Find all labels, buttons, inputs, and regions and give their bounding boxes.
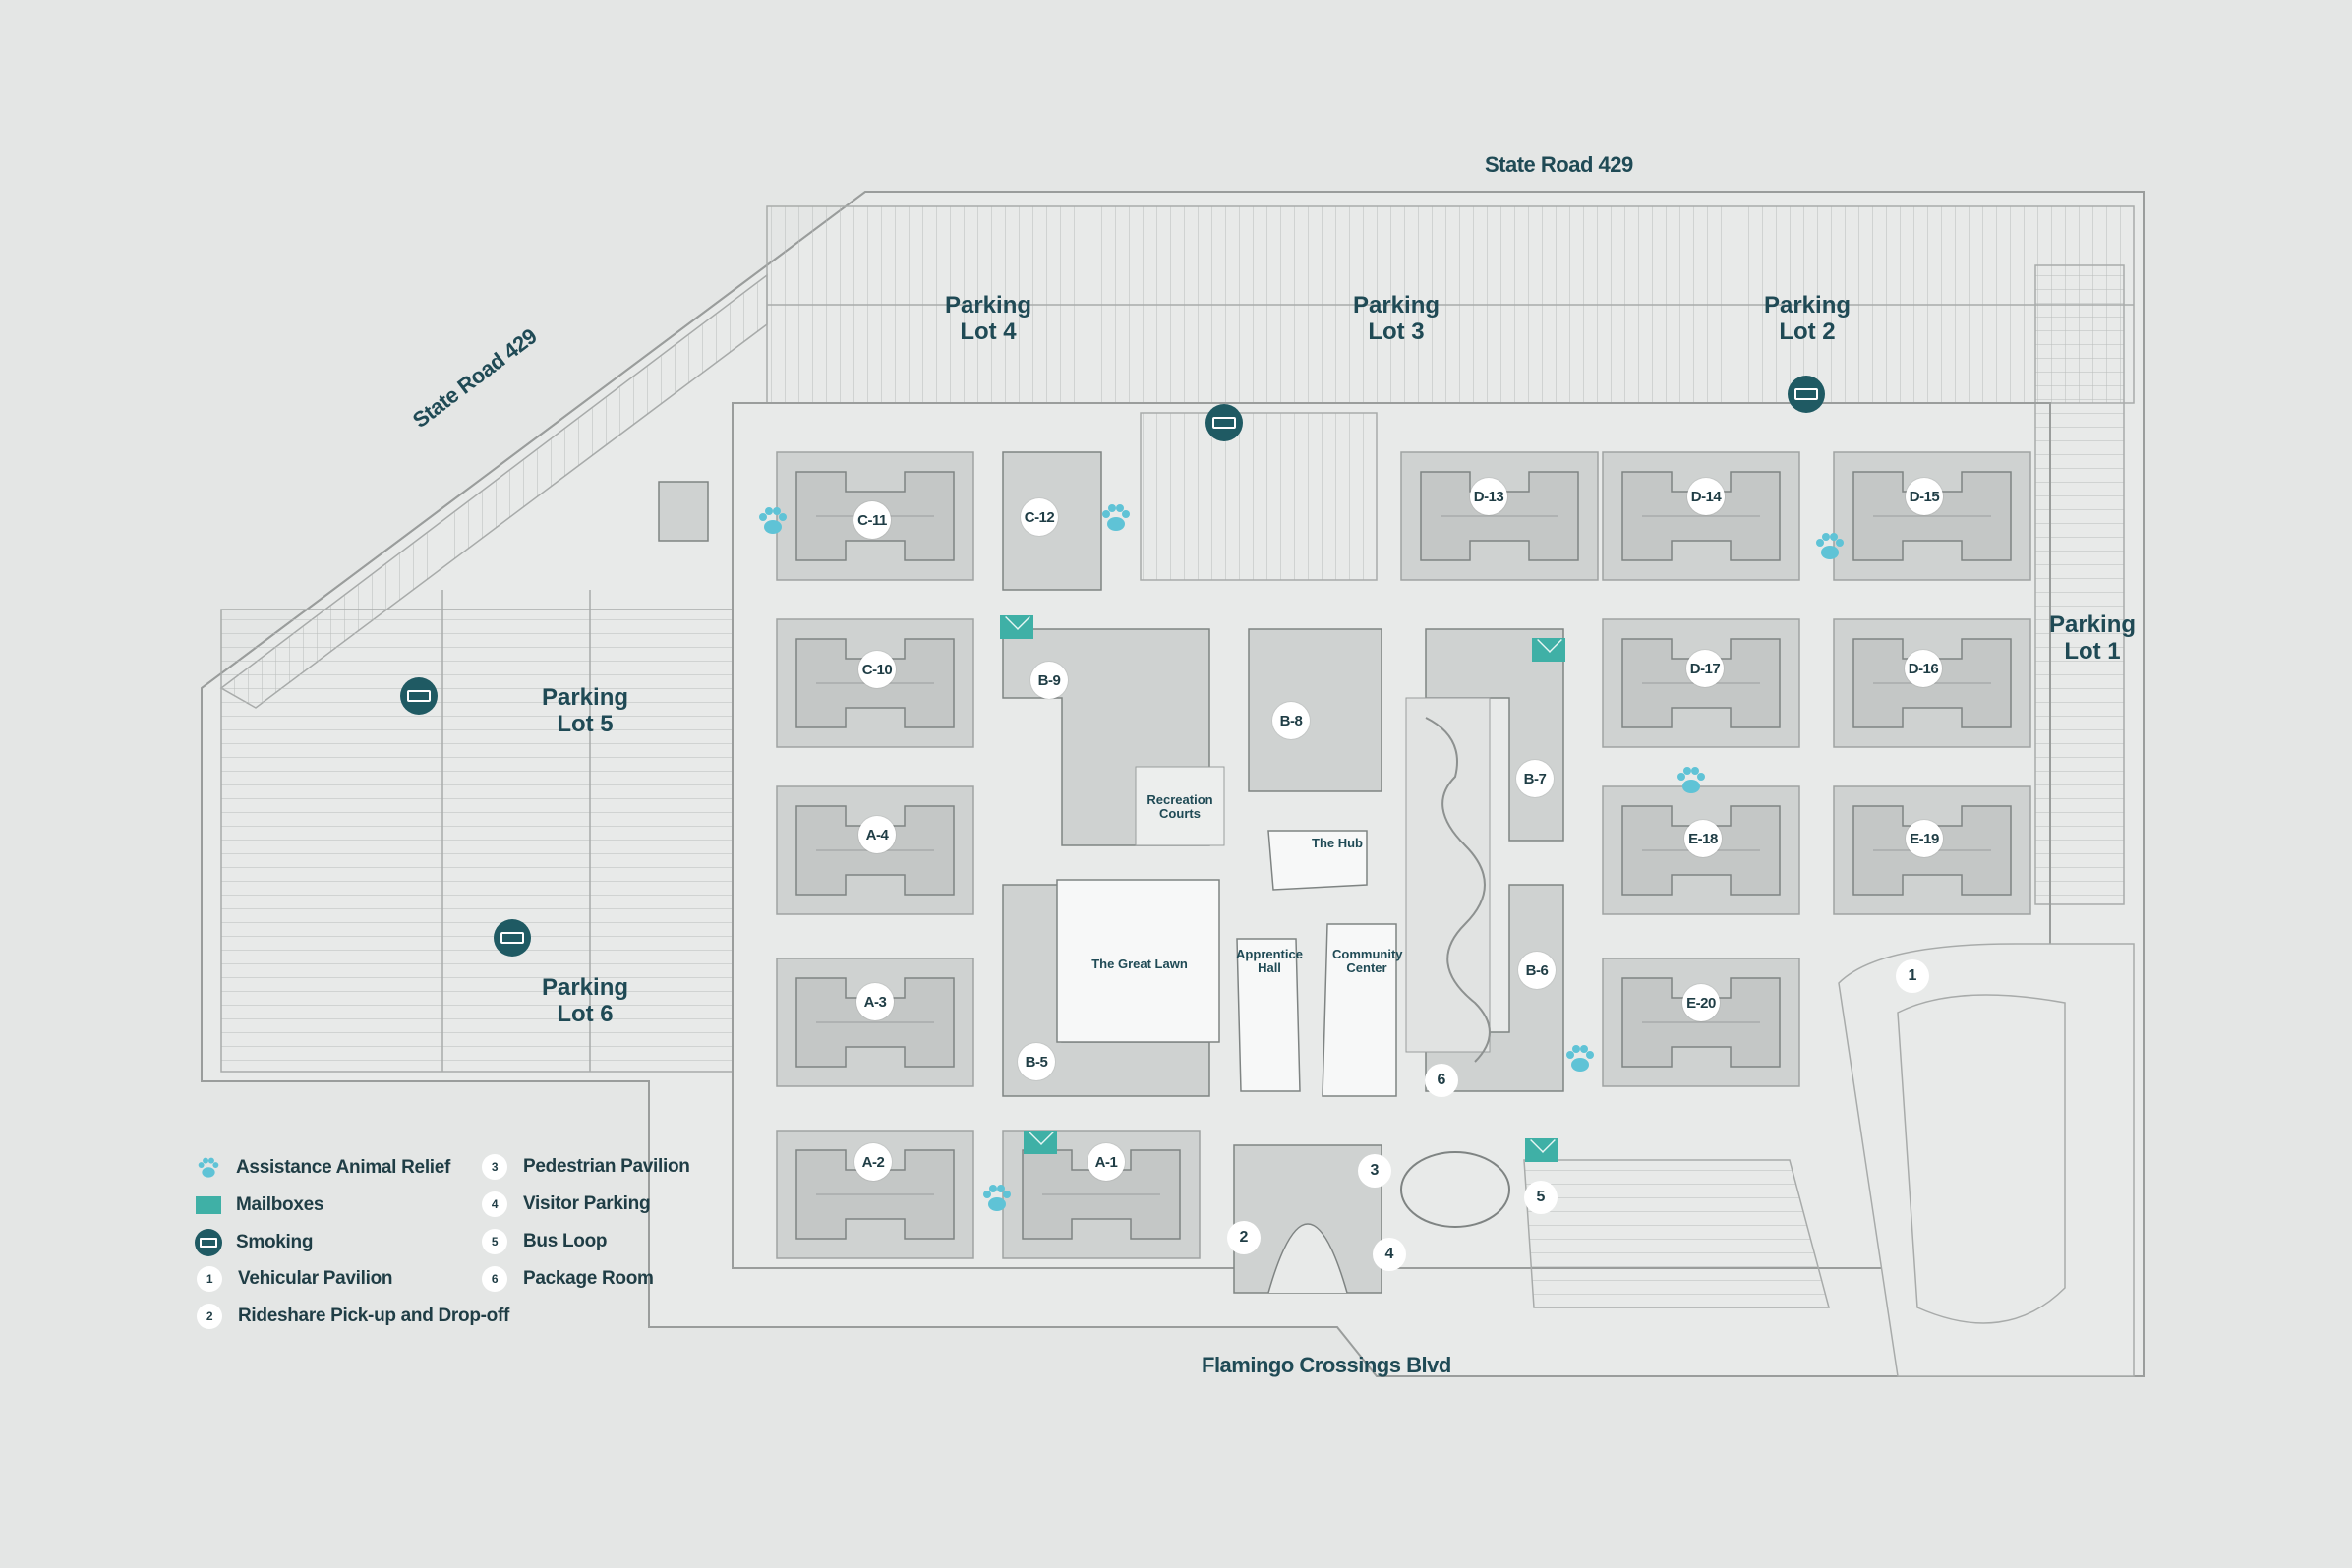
building-marker[interactable]: E-18 [1684,820,1722,857]
legend-label: Vehicular Pavilion [238,1268,393,1289]
building-marker[interactable]: A-4 [858,816,896,853]
legend-item-vehicular-pavilion: 1 Vehicular Pavilion [197,1266,393,1292]
legend-label: Visitor Parking [523,1193,651,1214]
smoking-icon[interactable] [494,919,531,957]
legend-label: Bus Loop [523,1231,608,1251]
legend-label: Rideshare Pick-up and Drop-off [238,1306,510,1326]
building-marker[interactable]: D-13 [1470,478,1507,515]
east-parking [1838,943,2135,1377]
rideshare-marker[interactable]: 2 [1227,1221,1261,1254]
legend-item-pedestrian-pavilion: 3 Pedestrian Pavilion [482,1154,690,1180]
recreation-courts-label: Recreation Courts [1147,792,1213,821]
great-lawn-label: The Great Lawn [1091,957,1188,971]
smoking-icon[interactable] [1788,376,1825,413]
legend-item-animal-relief: Assistance Animal Relief [195,1154,450,1182]
package-room-marker[interactable]: 6 [1425,1064,1458,1097]
building-marker[interactable]: C-11 [853,501,891,539]
smoking-icon[interactable] [1205,404,1243,441]
smoking-icon[interactable] [400,677,438,715]
community-center-label: Community Center [1332,947,1403,975]
legend-number: 1 [197,1266,222,1292]
building-marker[interactable]: B-9 [1030,662,1068,699]
legend-number: 6 [482,1266,507,1292]
south-entrance [1233,1144,1830,1308]
road-label-south: Flamingo Crossings Blvd [1202,1353,1451,1377]
legend-number: 2 [197,1304,222,1329]
legend-number: 3 [482,1154,507,1180]
legend-item-bus-loop: 5 Bus Loop [482,1229,608,1254]
visitor-parking-marker[interactable]: 4 [1373,1238,1406,1271]
legend-item-mailboxes: Mailboxes [195,1191,323,1219]
building-marker[interactable]: D-14 [1687,478,1725,515]
legend-label: Assistance Animal Relief [236,1157,451,1178]
mail-icon[interactable] [1525,1138,1558,1162]
legend-item-rideshare: 2 Rideshare Pick-up and Drop-off [197,1304,509,1329]
building-marker[interactable]: A-2 [854,1143,892,1181]
mail-icon[interactable] [1000,615,1033,639]
mail-icon [195,1191,222,1219]
paw-icon[interactable] [1811,528,1849,565]
building-marker[interactable]: B-6 [1518,952,1556,989]
pedestrian-pavilion-marker[interactable]: 3 [1358,1154,1391,1188]
building-marker[interactable]: C-10 [858,651,896,688]
legend-label: Mailboxes [236,1194,324,1215]
legend-label: Smoking [236,1232,314,1252]
legend-number: 4 [482,1191,507,1217]
building-marker[interactable]: A-3 [856,983,894,1020]
building-marker[interactable]: C-12 [1021,498,1058,536]
paw-icon[interactable] [1097,499,1135,537]
building-marker[interactable]: D-16 [1905,650,1942,687]
building-marker[interactable]: E-20 [1682,984,1720,1021]
building-marker[interactable]: A-1 [1088,1143,1125,1181]
mail-icon[interactable] [1024,1131,1057,1154]
legend-label: Package Room [523,1268,654,1289]
legend-number: 5 [482,1229,507,1254]
paw-icon[interactable] [1561,1040,1599,1077]
west-parking [219,273,768,1073]
legend-item-smoking: Smoking [195,1229,313,1256]
apprentice-hall-label: Apprentice Hall [1236,947,1303,975]
building-marker[interactable]: B-7 [1516,760,1554,797]
paw-icon[interactable] [978,1180,1016,1217]
paw-icon[interactable] [1673,762,1710,799]
building-marker[interactable]: B-8 [1272,702,1310,739]
legend-item-visitor-parking: 4 Visitor Parking [482,1191,651,1217]
the-hub-label: The Hub [1312,836,1363,850]
bus-loop-marker[interactable]: 5 [1524,1181,1558,1214]
building-marker[interactable]: D-15 [1906,478,1943,515]
building-marker[interactable]: B-5 [1018,1043,1055,1080]
building-marker[interactable]: D-17 [1686,650,1724,687]
vehicular-pavilion-marker[interactable]: 1 [1896,959,1929,993]
paw-icon[interactable] [754,502,792,540]
road-label-north: State Road 429 [1485,152,1633,177]
building-marker[interactable]: E-19 [1906,820,1943,857]
smoking-icon [195,1229,222,1256]
legend-item-package-room: 6 Package Room [482,1266,654,1292]
legend-label: Pedestrian Pavilion [523,1156,690,1177]
paw-icon [198,1157,219,1178]
mail-icon[interactable] [1532,638,1565,662]
